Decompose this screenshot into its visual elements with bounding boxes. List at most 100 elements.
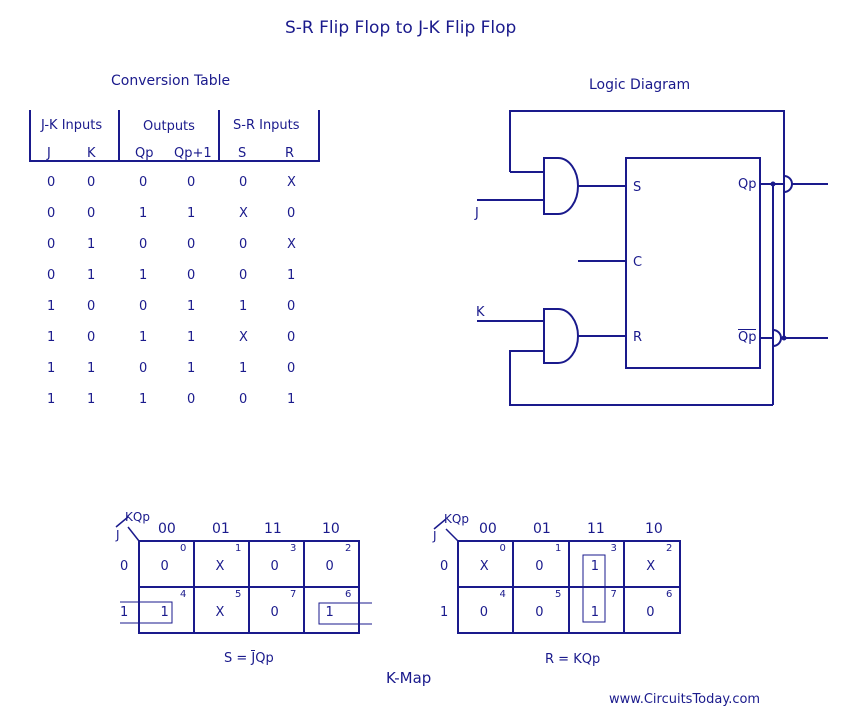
table-cell: 1: [139, 392, 148, 407]
kmap-cell-value: X: [479, 559, 489, 574]
kmap-r-group-box: [582, 554, 606, 623]
table-cell: 1: [47, 361, 56, 376]
input-j-label: J: [475, 206, 479, 221]
table-cell: 0: [187, 392, 196, 407]
kmap-r-corner-var: KQp: [444, 512, 469, 526]
kmap-row-header: 0: [120, 559, 129, 574]
kmap-row-header: 1: [440, 605, 449, 620]
table-cell: X: [287, 175, 296, 190]
kmap-cell-value: 0: [160, 559, 169, 574]
table-cell: 1: [139, 330, 148, 345]
table-cell: 0: [139, 361, 148, 376]
kmap-col-header: 10: [645, 521, 663, 537]
table-cell: 0: [287, 299, 296, 314]
table-cell: 0: [47, 268, 56, 283]
website-credit: www.CircuitsToday.com: [609, 692, 761, 707]
kmap-cell-index: 2: [666, 543, 673, 554]
kmap-cell-value: X: [646, 559, 656, 574]
table-cell: 0: [187, 268, 196, 283]
table-cell: 0: [239, 392, 248, 407]
kmap-cell-value: 0: [646, 605, 655, 620]
output-qbar-label: Qp: [738, 329, 757, 345]
kmap-cell-value: 1: [325, 605, 334, 620]
table-cell: 0: [239, 237, 248, 252]
table-cell: 1: [239, 361, 248, 376]
kmap-cell-value: 1: [160, 605, 169, 620]
kmap-col-header: 11: [587, 521, 605, 537]
table-cell: 1: [47, 392, 56, 407]
kmap-cell-value: 0: [535, 605, 544, 620]
kmap-cell-value: X: [215, 559, 225, 574]
table-cell: 1: [139, 268, 148, 283]
output-q-label: Qp: [738, 177, 757, 192]
kmap-row-header: 0: [440, 559, 449, 574]
table-cell: 1: [87, 392, 96, 407]
table-cell: 0: [47, 175, 56, 190]
kmap-cell-value: X: [215, 605, 225, 620]
group-header-jk-inputs: J-K Inputs: [41, 118, 103, 133]
kmap-s-corner-var: KQp: [125, 510, 150, 524]
kmap-cell-index: 1: [235, 543, 242, 554]
table-cell: 1: [187, 330, 196, 345]
table-cell: 0: [139, 299, 148, 314]
table-cell: 0: [87, 175, 96, 190]
column-header-s: S: [238, 146, 247, 161]
table-cell: 1: [187, 361, 196, 376]
kmap-s-equation: S = JQp: [224, 650, 274, 666]
pin-s-label: S: [633, 180, 642, 195]
group-header-sr-inputs: S-R Inputs: [233, 118, 300, 133]
table-cell: 1: [87, 237, 96, 252]
page-title: S-R Flip Flop to J-K Flip Flop: [285, 18, 517, 38]
table-cell: 1: [139, 206, 148, 221]
table-cell: 1: [187, 299, 196, 314]
table-cell: 0: [139, 237, 148, 252]
logic-diagram: [477, 110, 828, 406]
kmap-s-grid: [115, 516, 372, 634]
table-cell: 0: [187, 175, 196, 190]
kmap-cell-index: 6: [666, 589, 673, 600]
table-cell: 0: [187, 237, 196, 252]
kmap-cell-index: 0: [499, 543, 506, 554]
column-header-qp1: Qp+1: [174, 146, 212, 161]
group-header-outputs: Outputs: [143, 119, 195, 134]
kmap-col-header: 10: [322, 521, 340, 537]
kmap-cell-index: 6: [345, 589, 352, 600]
table-separators: [29, 110, 320, 162]
kmap-r-equation: R = KQp: [545, 652, 601, 667]
kmap-s-equation-lhs: S =: [224, 651, 252, 666]
wire-feedback-top: [509, 110, 785, 338]
kmap-cell-index: 4: [499, 589, 506, 600]
kmap-cell-index: 3: [610, 543, 617, 554]
table-cell: 0: [287, 330, 296, 345]
conversion-table-heading: Conversion Table: [111, 73, 231, 89]
table-cell: 0: [239, 175, 248, 190]
logic-diagram-heading: Logic Diagram: [589, 77, 691, 93]
table-cell: 0: [87, 299, 96, 314]
table-cell: 1: [47, 299, 56, 314]
kmap-cell-value: 1: [590, 559, 600, 574]
kmap-cell-index: 1: [555, 543, 562, 554]
kmap-col-header: 00: [158, 521, 176, 537]
kmap-cell-index: 4: [180, 589, 187, 600]
kmap-col-header: 00: [479, 521, 497, 537]
kmap-s-equation-rhs: Qp: [255, 651, 274, 666]
table-cell: 0: [239, 268, 248, 283]
column-header-qp: Qp: [135, 146, 154, 161]
pin-c-label: C: [633, 255, 643, 270]
table-cell: 1: [187, 206, 196, 221]
and-gate-top: [543, 157, 579, 215]
and-gate-bottom: [543, 308, 579, 364]
sr-flipflop-block: [625, 157, 761, 369]
column-header-r: R: [285, 146, 295, 161]
table-cell: 1: [47, 330, 56, 345]
table-cell: 0: [47, 237, 56, 252]
table-cell: X: [287, 237, 296, 252]
table-cell: 0: [87, 206, 96, 221]
kmap-cell-value: 0: [535, 559, 544, 574]
table-cell: 1: [239, 299, 248, 314]
kmap-cell-index: 2: [345, 543, 352, 554]
kmap-cell-index: 3: [290, 543, 297, 554]
kmap-row-header: 1: [120, 605, 129, 620]
wire-feedback-bottom: [509, 350, 773, 406]
